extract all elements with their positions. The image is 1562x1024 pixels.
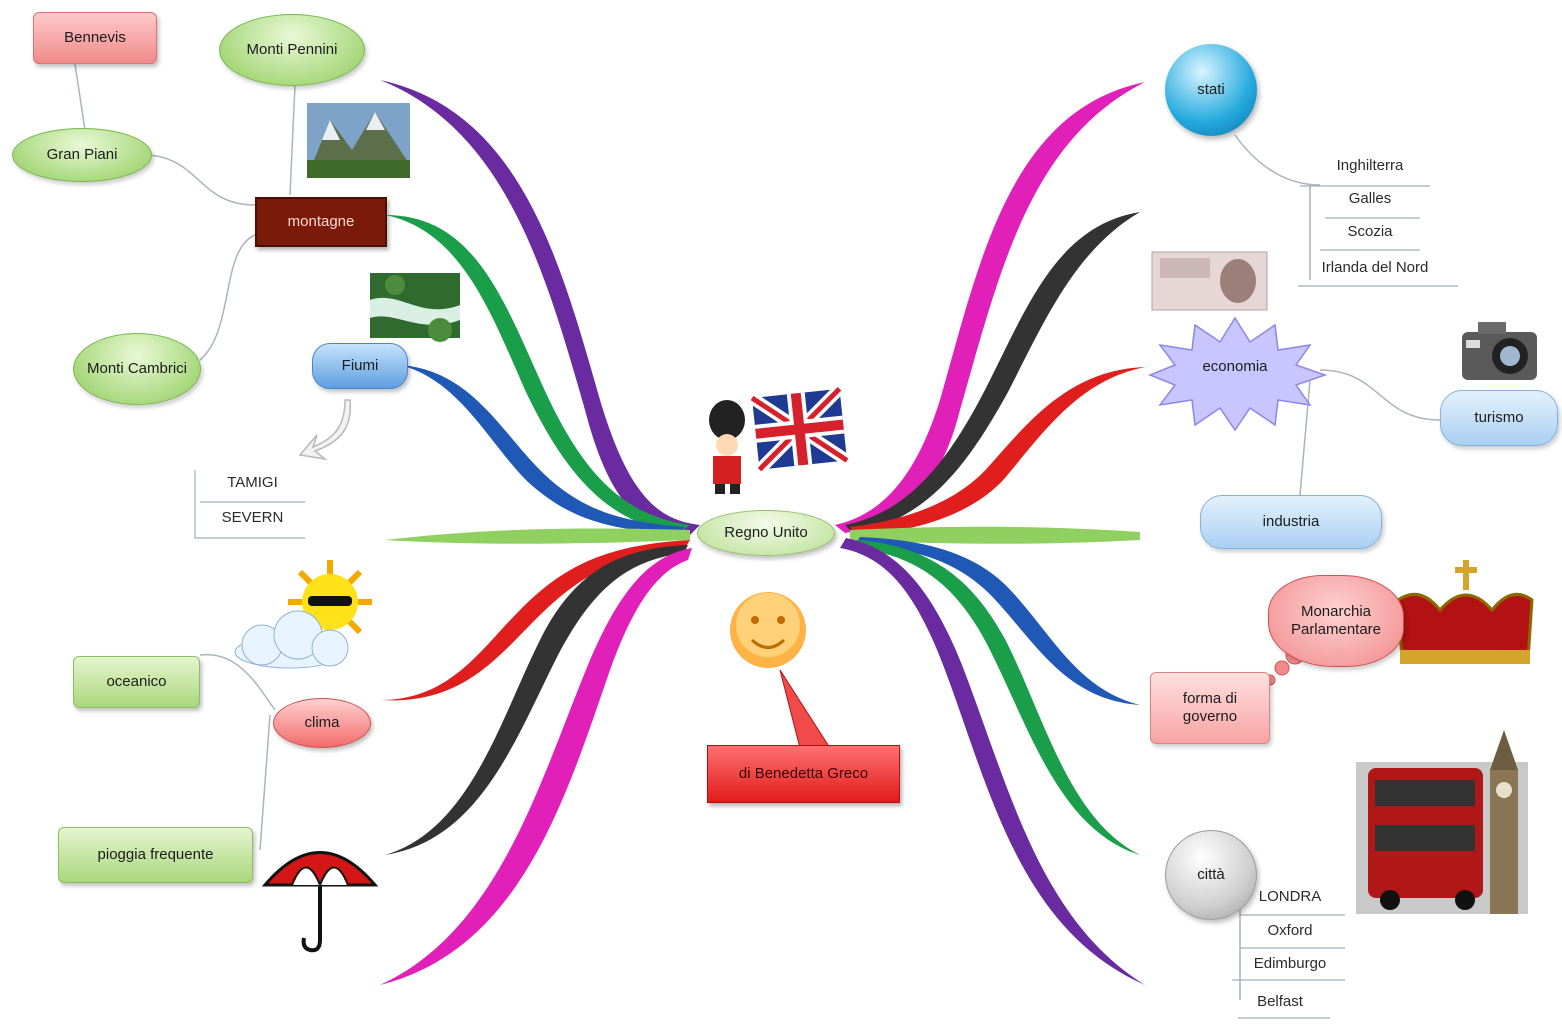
node-monti-pennini[interactable]: Monti Pennini <box>219 14 365 86</box>
city-item-londra: LONDRA <box>1258 888 1322 905</box>
node-montagne[interactable]: montagne <box>255 197 387 247</box>
branch-blue-left <box>400 365 685 534</box>
branch-purple-right <box>840 538 1145 985</box>
smiley-face <box>730 592 806 668</box>
right-branches <box>835 82 1145 985</box>
branch-blue-right <box>855 537 1140 705</box>
branch-green-right <box>850 540 1140 855</box>
state-item-inghilterra: Inghilterra <box>1336 157 1404 174</box>
umbrella-icon <box>261 851 379 953</box>
node-monarchia-parlamentare[interactable]: Monarchia Parlamentare <box>1268 575 1404 667</box>
node-forma-di-governo[interactable]: forma di governo <box>1150 672 1270 744</box>
river-photo <box>370 273 460 342</box>
city-item-oxford: Oxford <box>1267 922 1313 939</box>
center-node-regno-unito[interactable]: Regno Unito <box>697 510 835 556</box>
guard-figure <box>709 400 745 494</box>
state-item-galles: Galles <box>1348 190 1392 207</box>
river-item-tamigi: TAMIGI <box>227 474 278 491</box>
node-industria[interactable]: industria <box>1200 495 1382 549</box>
node-citta[interactable]: città <box>1165 830 1257 920</box>
node-gran-piani[interactable]: Gran Piani <box>12 128 152 182</box>
list-dividers <box>194 185 1458 1019</box>
branch-magenta-left <box>380 548 692 985</box>
mountain-photo <box>307 103 410 178</box>
crown-icon <box>1396 560 1534 664</box>
city-item-belfast: Belfast <box>1257 993 1303 1010</box>
node-clima[interactable]: clima <box>273 698 371 748</box>
economia-starburst <box>1147 316 1328 432</box>
left-branches <box>380 80 700 985</box>
author-label: di Benedetta Greco <box>707 745 900 803</box>
connector-lines <box>74 63 1441 1000</box>
uk-flag <box>748 384 851 474</box>
branch-lightgreen-right <box>850 526 1140 544</box>
state-item-scozia: Scozia <box>1347 223 1393 240</box>
node-pioggia-frequente[interactable]: pioggia frequente <box>58 827 253 883</box>
city-item-edimburgo: Edimburgo <box>1253 955 1327 972</box>
camera-icon <box>1462 322 1537 380</box>
state-item-irlanda-del-nord: Irlanda del Nord <box>1321 259 1429 276</box>
node-oceanico[interactable]: oceanico <box>73 656 200 708</box>
node-economia[interactable]: economia <box>1202 358 1268 375</box>
london-bus-photo <box>1356 730 1528 914</box>
arrow-down-left-icon <box>298 399 352 461</box>
node-bennevis[interactable]: Bennevis <box>33 12 157 64</box>
node-fiumi[interactable]: Fiumi <box>312 343 408 389</box>
river-item-severn: SEVERN <box>221 509 284 526</box>
author-callout-pointer <box>779 669 831 749</box>
branch-lightgreen-left <box>385 528 690 544</box>
node-stati[interactable]: stati <box>1165 44 1257 136</box>
node-monti-cambrici[interactable]: Monti Cambrici <box>73 333 201 405</box>
banknote-photo <box>1151 251 1268 311</box>
sun-cloud-icon <box>234 560 372 669</box>
node-turismo[interactable]: turismo <box>1440 390 1558 446</box>
